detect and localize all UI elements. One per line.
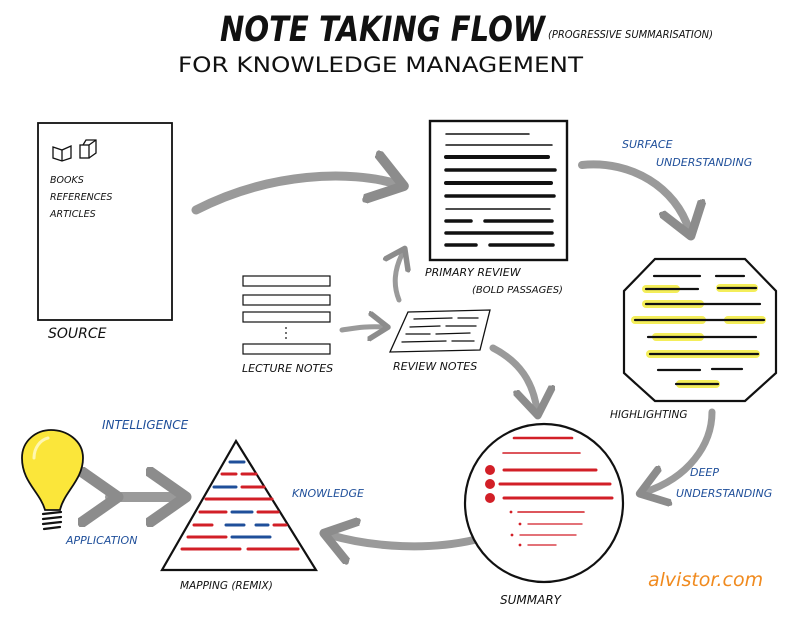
mapping-label: Mapping (remix) [180,580,273,592]
surface-understanding-line1: Surface [622,138,673,151]
annotations: Surface understanding Deep understanding… [102,138,772,500]
title-parenthetical: (Progressive summarisation) [548,28,713,41]
lecture-note-card [242,275,331,287]
arrow-review-to-summary [489,344,537,410]
review-notes-scribbles [401,317,479,343]
deep-understanding-line1: Deep [690,466,719,479]
lecture-note-card [242,294,331,306]
highlighting-text-lines [633,274,766,386]
source-page [37,122,173,321]
lightbulb-icon: Application [21,429,137,547]
title-subtitle: for Knowledge Management [178,53,583,77]
summary-node: Summary [463,422,625,607]
lecture-notes-ellipsis [285,327,287,339]
brand-watermark: alvistor.com [648,569,763,591]
mapping-node: Mapping (remix) [160,438,318,592]
review-notes-node: Review notes [388,309,491,373]
mapping-triangle [160,438,318,572]
arrow-summary-to-mapping [330,535,478,546]
lecture-note-card [242,311,331,323]
arrow-review-to-primary [395,252,403,303]
primary-review-node: Primary review (Bold passages) [425,119,569,296]
summary-circle [463,422,625,584]
source-label: Source [48,326,107,342]
application-label: Application [65,534,137,547]
review-notes-label: Review notes [393,360,477,373]
arrow-lecture-to-review [339,327,384,330]
source-node: Books References Articles Source [37,122,173,342]
primary-review-sublabel: (Bold passages) [472,285,563,296]
bulb-reflection [32,436,50,460]
source-item-articles: Articles [49,209,96,220]
stacked-books-icon [79,139,97,159]
highlighting-node: Highlighting [610,257,778,421]
lecture-notes-node: Lecture notes [242,275,333,375]
summary-bullets [485,465,522,547]
deep-understanding-line2: understanding [676,487,772,500]
summary-lines [498,436,614,546]
primary-review-page [428,119,569,262]
highlighting-octagon [622,257,778,403]
source-item-books: Books [50,175,84,186]
summary-label: Summary [500,593,563,607]
intelligence-label: Intelligence [102,418,189,432]
primary-review-text-lines [444,133,557,247]
diagram-title: Note taking Flow (Progressive summarisat… [178,10,713,77]
title-main: Note taking Flow [220,10,546,50]
highlighting-label: Highlighting [610,409,688,421]
arrow-highlight-to-summary [645,408,716,492]
arrow-source-to-primary [191,176,397,215]
lecture-note-card [242,343,331,355]
lecture-notes-label: Lecture notes [242,362,333,375]
source-item-references: References [50,192,112,203]
knowledge-label: Knowledge [292,487,364,500]
bulb-glass [21,429,84,511]
flow-arrows [110,160,716,546]
arrow-primary-to-highlight [578,160,689,230]
primary-review-label: Primary review [425,266,522,279]
surface-understanding-line2: understanding [656,156,752,169]
mapping-lines [180,460,300,551]
open-book-icon [52,144,72,162]
review-notes-sheet [388,309,491,353]
bulb-base [41,510,63,531]
